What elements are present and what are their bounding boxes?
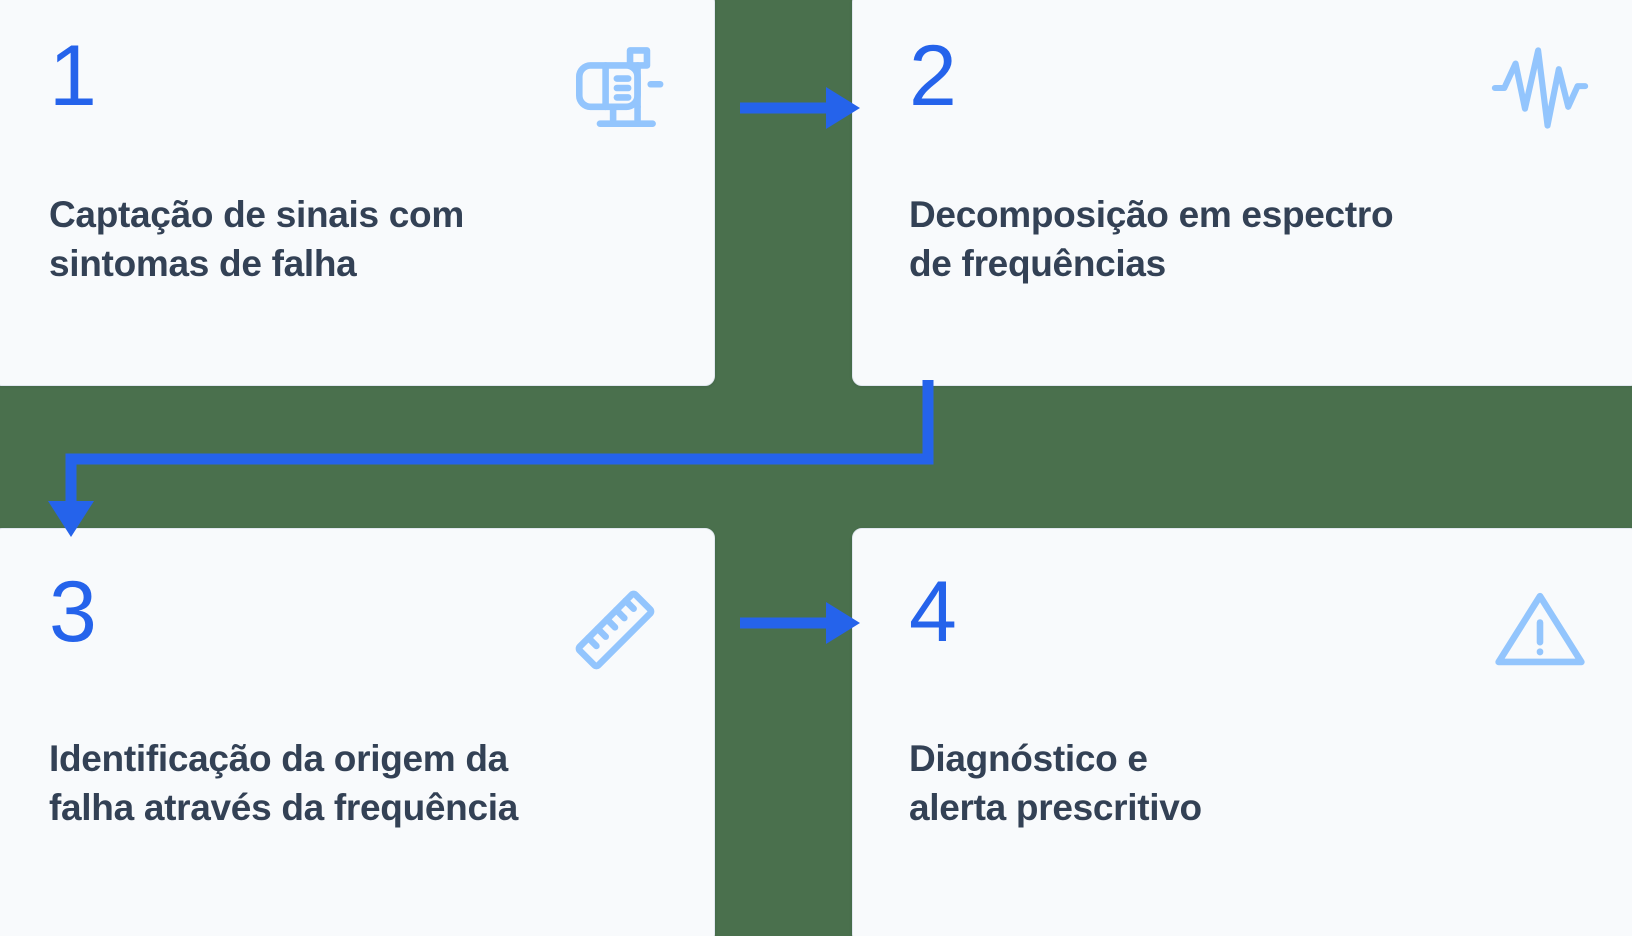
warning-triangle-icon [1493, 583, 1587, 677]
arrow-step1-to-step2 [718, 73, 860, 143]
waveform-icon [1491, 41, 1589, 135]
step-card-4[interactable]: 4 Diagnóstico e alerta prescritivo [852, 528, 1632, 936]
arrow-step2-to-step3 [40, 380, 950, 540]
step-card-3-header: 3 [49, 569, 662, 683]
step-number-3: 3 [49, 564, 97, 660]
ruler-icon [568, 583, 662, 677]
step-card-1[interactable]: 1 Ca [0, 0, 715, 386]
step-card-3[interactable]: 3 Identificação da origem da fa [0, 528, 715, 936]
step-card-4-content: 4 Diagnóstico e alerta prescritivo [853, 529, 1632, 936]
arrow-step3-to-step4 [718, 588, 860, 658]
step-number-1: 1 [49, 28, 97, 124]
step-card-1-content: 1 Ca [0, 0, 714, 385]
step-title-3: Identificação da origem da falha através… [49, 738, 518, 828]
step-card-3-content: 3 Identificação da origem da fa [0, 529, 714, 936]
step-card-4-header: 4 [909, 569, 1587, 683]
step-title-2: Decomposição em espectro de frequências [909, 194, 1394, 284]
step-card-2-content: 2 Decomposição em espectro de frequência… [853, 0, 1632, 385]
step-title-4: Diagnóstico e alerta prescritivo [909, 738, 1202, 828]
motor-icon [568, 41, 664, 135]
step-card-2-header: 2 [909, 33, 1589, 147]
step-card-1-header: 1 [49, 33, 664, 147]
step-title-1: Captação de sinais com sintomas de falha [49, 194, 464, 284]
step-card-2[interactable]: 2 Decomposição em espectro de frequência… [852, 0, 1632, 386]
step-number-2: 2 [909, 28, 957, 124]
step-number-4: 4 [909, 564, 957, 660]
